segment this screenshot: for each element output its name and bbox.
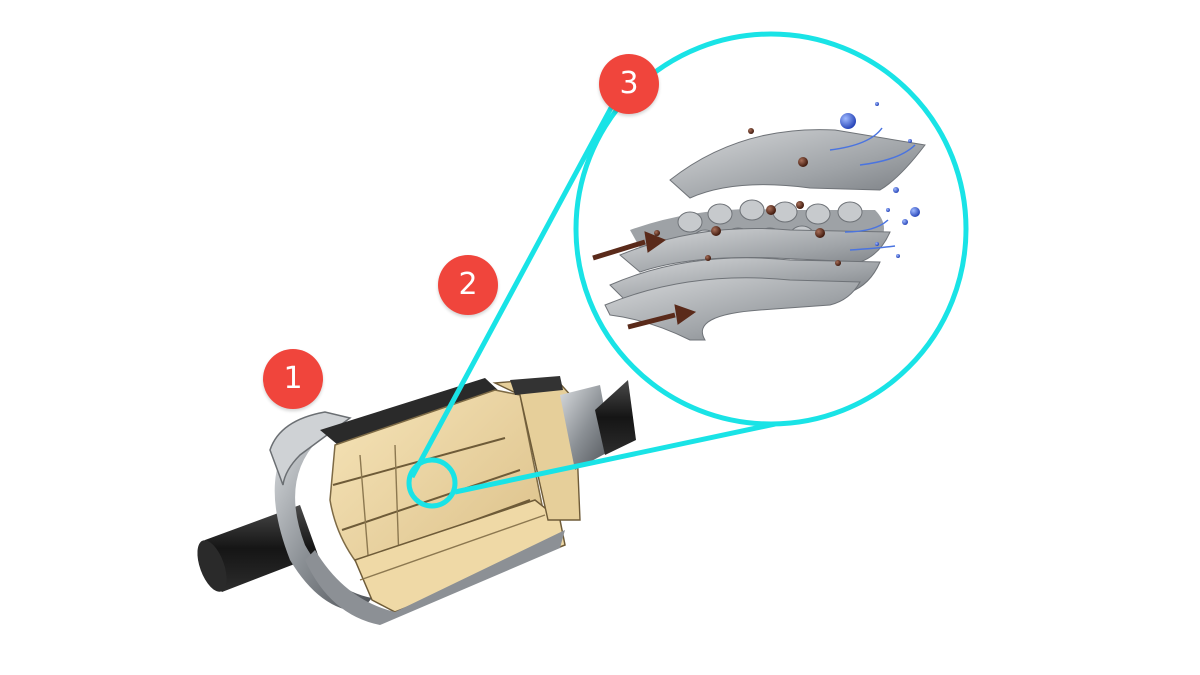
- middle-plate-1: [619, 227, 891, 273]
- top-plate: [669, 129, 926, 199]
- flow-arrow-icon: [592, 231, 697, 330]
- marker-1: 1: [263, 349, 323, 409]
- outlet-pipe: [595, 380, 636, 455]
- zoom-callout-ring: [573, 31, 969, 427]
- marker-3: 3: [599, 54, 659, 114]
- filter-layers-detail: [592, 102, 926, 341]
- callout-connectors: [409, 104, 776, 495]
- rear-flange: [274, 430, 372, 612]
- filter-body: [197, 376, 636, 625]
- bottom-plate: [604, 277, 861, 341]
- zoom-callout: [573, 31, 969, 427]
- clean-gas-bubble-icon: [840, 102, 920, 258]
- outflow-arrows: [829, 127, 916, 251]
- zoom-source-circle: [406, 457, 458, 509]
- marker-2: 2: [438, 255, 498, 315]
- soot-particle-icon: [654, 128, 841, 266]
